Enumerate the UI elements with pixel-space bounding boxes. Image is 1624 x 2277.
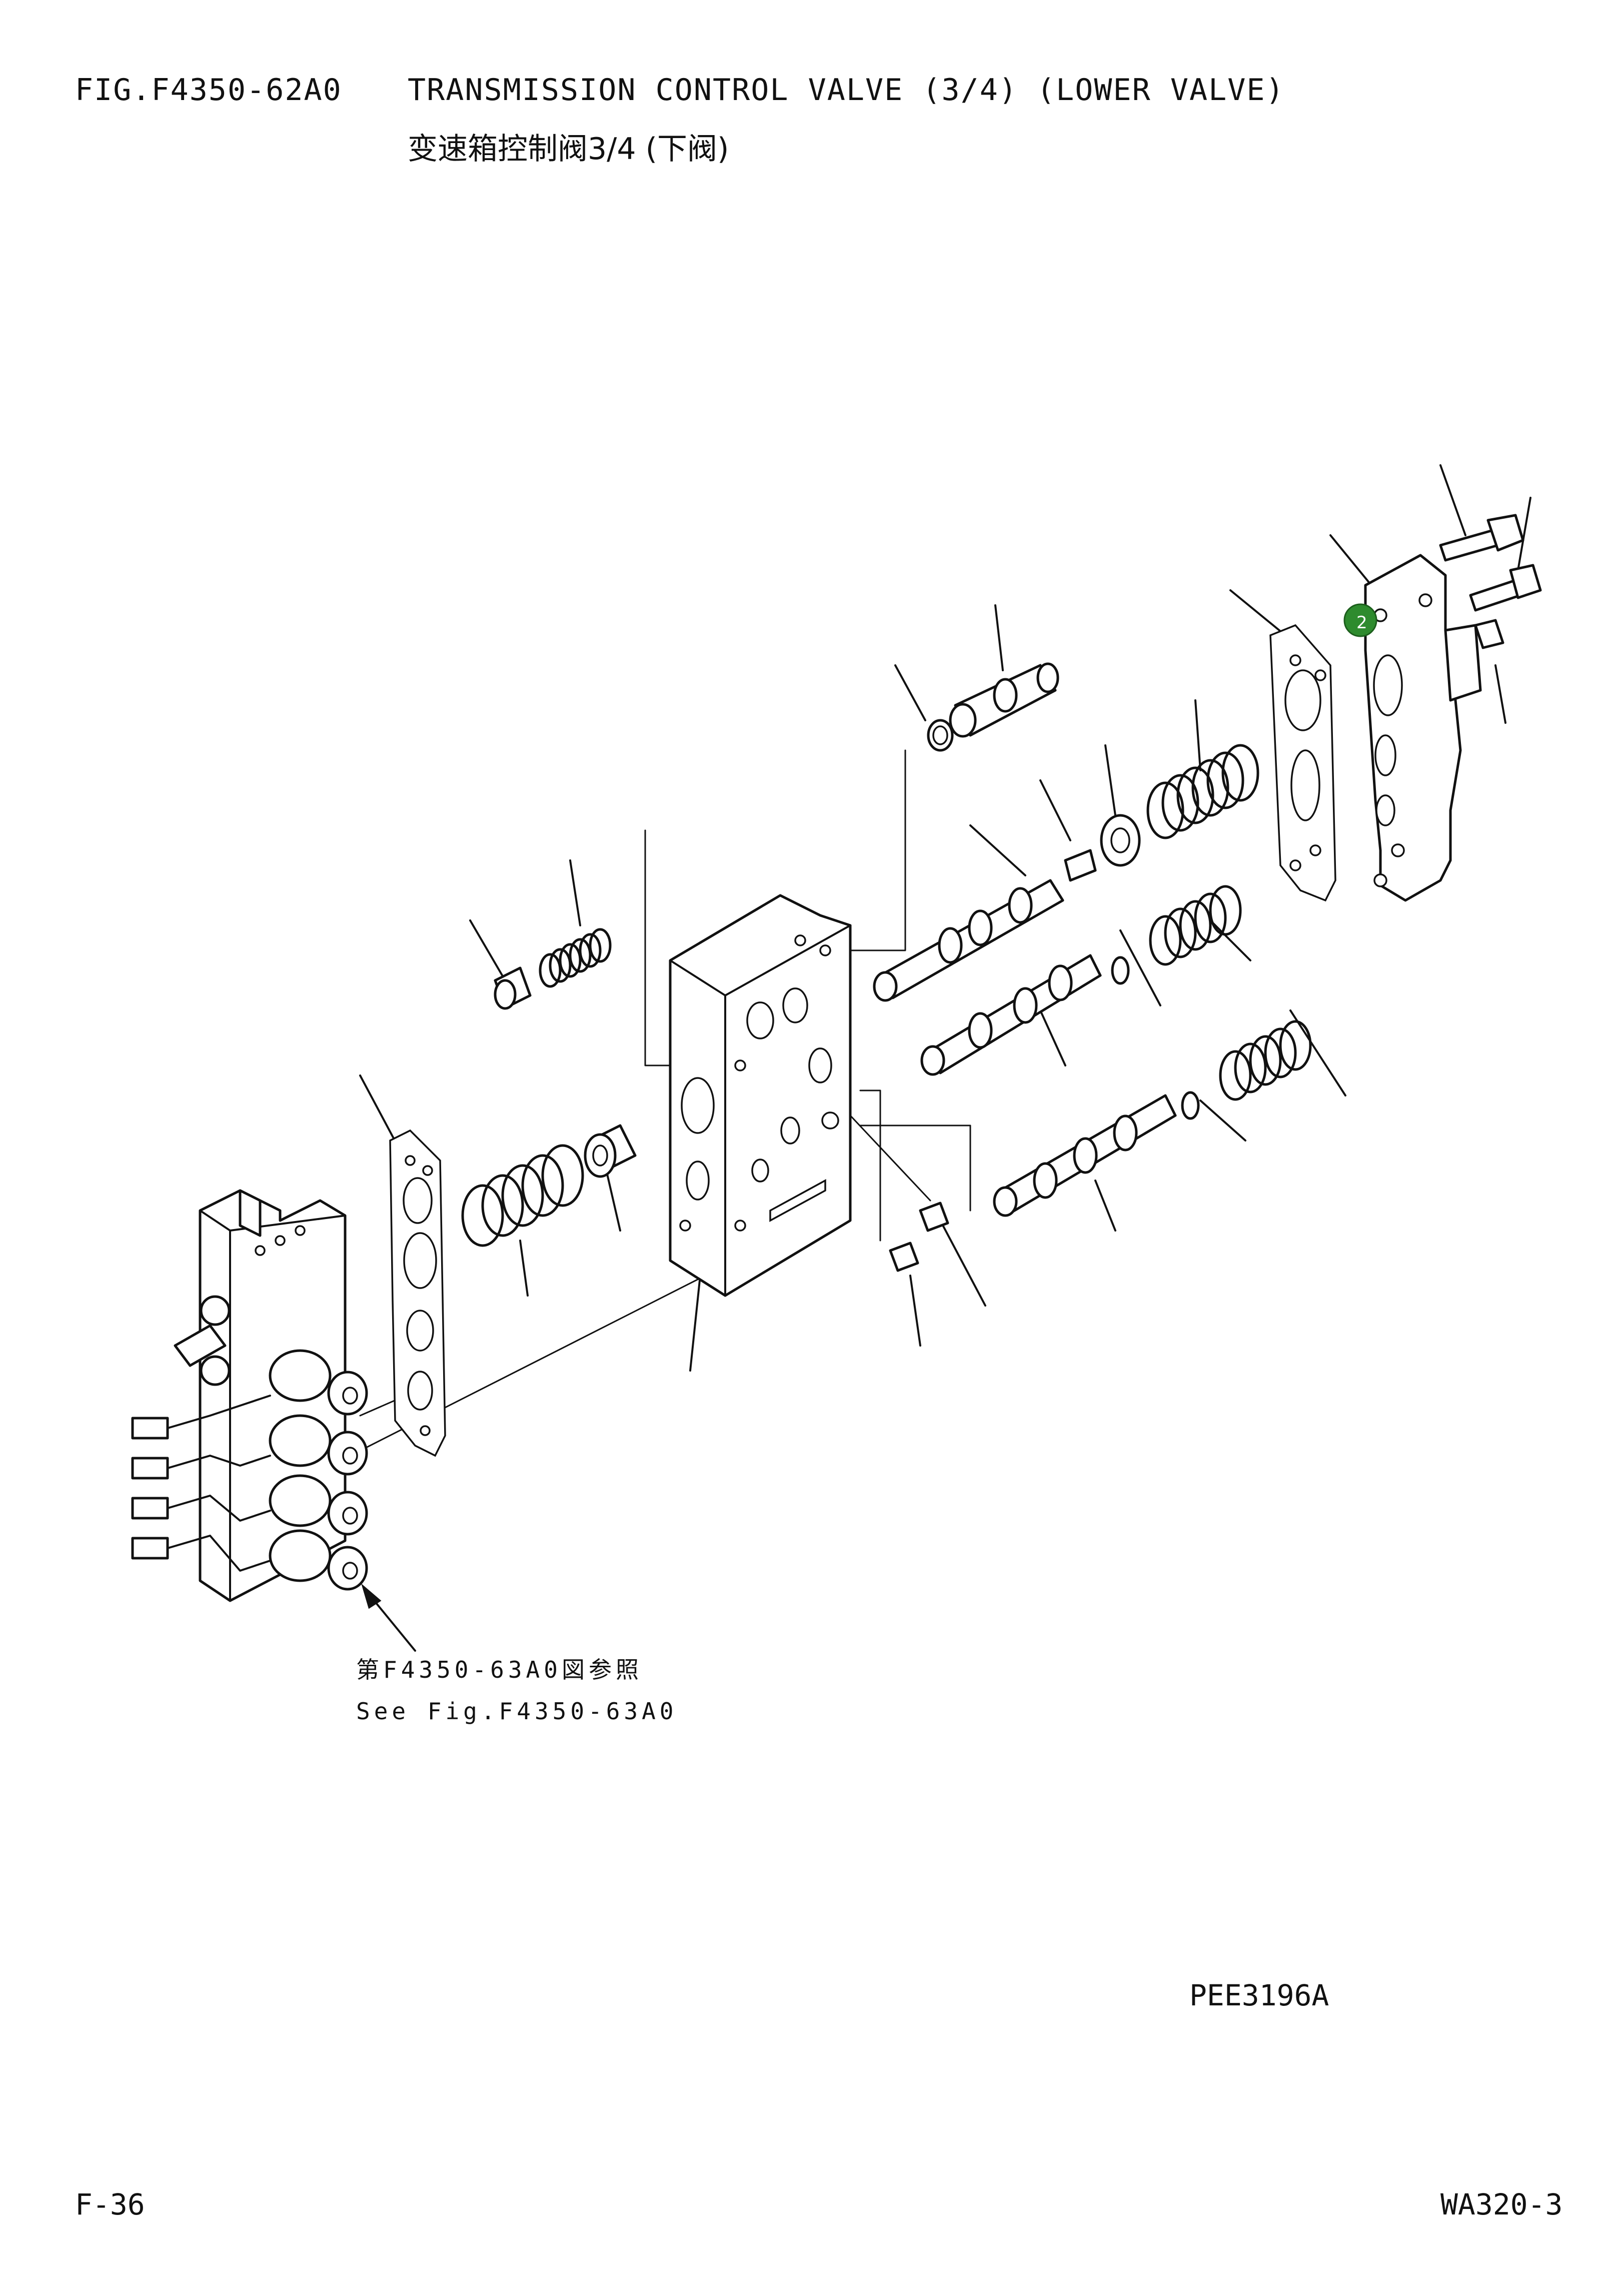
callout-marker-2[interactable]: 2 (1343, 603, 1377, 637)
figure-title-chinese: 变速箱控制阀3/4 (下阀) (408, 132, 729, 167)
washer-lower (1181, 1091, 1200, 1120)
spool-lower (993, 1094, 1177, 1217)
spring-middle-right (1149, 885, 1242, 966)
valve-sleeve (949, 662, 1059, 738)
page-number: F-36 (75, 2187, 145, 2221)
gasket-left (389, 1129, 446, 1457)
figure-title: TRANSMISSION CONTROL VALVE (3/4) (LOWER … (408, 73, 1285, 108)
spring-lower-right (1219, 1020, 1312, 1101)
figure-code: FIG.F4350-62A0 (75, 73, 342, 108)
spring-bottom-left (461, 1144, 584, 1247)
lower-valve-body (669, 894, 852, 1297)
bolt-lower (1469, 564, 1542, 612)
plug-small (1474, 619, 1504, 649)
drawing-code: PEE3196A (1189, 1978, 1329, 2012)
plug-screw-right (919, 1202, 949, 1232)
washer-middle (1111, 956, 1130, 985)
spring-upper-right (1146, 744, 1259, 839)
bolt-upper (1439, 514, 1524, 562)
solenoid-assembly (131, 1189, 368, 1602)
end-cover (1364, 554, 1482, 902)
plug-top-left (494, 966, 532, 1010)
spool-middle (920, 954, 1102, 1076)
o-ring-top (927, 719, 954, 752)
spool-upper (873, 879, 1064, 1002)
reference-note-jp: 第F4350-63A0図参照 (356, 1656, 643, 1683)
gasket-upper (1269, 624, 1336, 902)
machine-model: WA320-3 (1440, 2187, 1563, 2221)
retainer-bottom-left (584, 1124, 637, 1178)
retainer-upper (1064, 814, 1141, 882)
callout-label: 2 (1356, 613, 1367, 633)
plug-screw-left (889, 1242, 919, 1272)
reference-note-en: See Fig.F4350-63A0 (356, 1698, 678, 1725)
spring-top-left (539, 928, 612, 988)
